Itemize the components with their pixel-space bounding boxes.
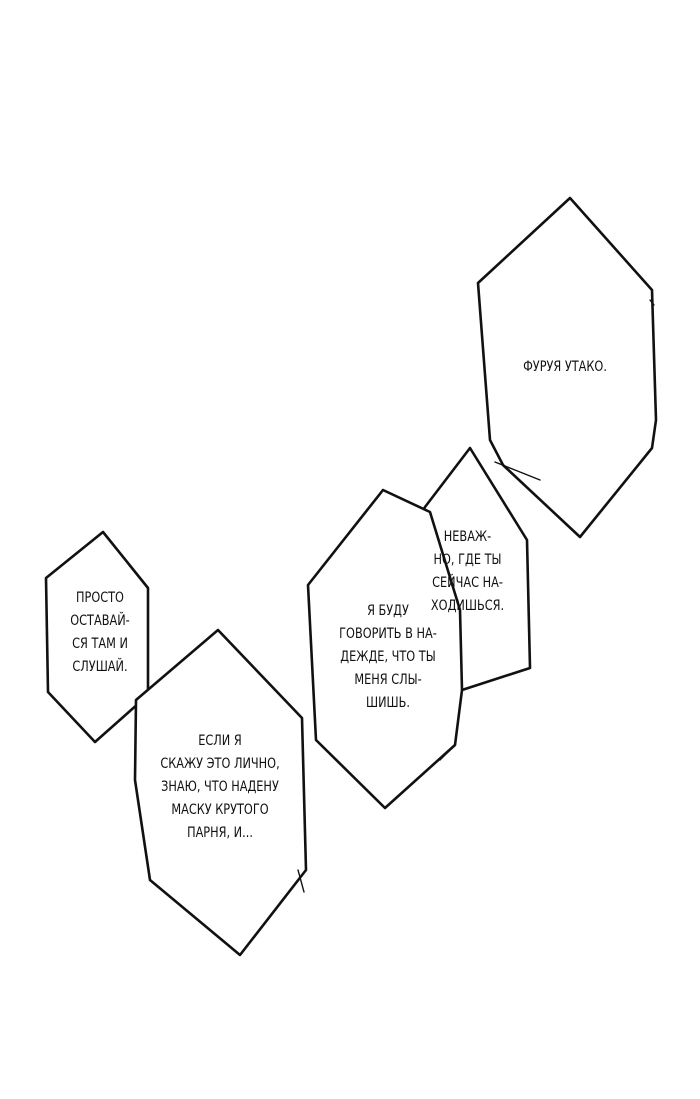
speech-line: ФУРУЯ УТАКО. (523, 359, 607, 375)
speech-line: ШИШЬ. (365, 695, 410, 711)
speech-line: СЕЙЧАС НА- (432, 575, 503, 591)
speech-text-furuya: ФУРУЯ УТАКО. (507, 356, 624, 379)
speech-line: НО, ГДЕ ТЫ (433, 552, 502, 568)
speech-line: СЯ ТАМ И (72, 636, 128, 652)
speech-bubble-furuya (476, 196, 658, 539)
speech-line: СЛУШАЙ. (72, 659, 128, 675)
speech-text-esli-ya: ЕСЛИ Я СКАЖУ ЭТО ЛИЧНО, ЗНАЮ, ЧТО НАДЕНУ… (150, 730, 290, 845)
speech-line: МАСКУ КРУТОГО (171, 802, 269, 818)
speech-bubble-ya-budu (306, 488, 464, 810)
speech-line: СКАЖУ ЭТО ЛИЧНО, (160, 756, 280, 772)
speech-line: ПАРНЯ, И... (187, 825, 253, 841)
speech-line: ПРОСТО (76, 590, 124, 606)
speech-bubble-prosto (44, 530, 150, 744)
speech-line: НЕВАЖ- (443, 529, 492, 545)
speech-line: ЗНАЮ, ЧТО НАДЕНУ (161, 779, 279, 795)
speech-line: Я БУДУ (367, 603, 409, 619)
speech-line: ОСТАВАЙ- (70, 613, 130, 629)
speech-line: ГОВОРИТЬ В НА- (339, 626, 437, 642)
speech-line: МЕНЯ СЛЫ- (354, 672, 422, 688)
speech-line: ДЕЖДЕ, ЧТО ТЫ (340, 649, 436, 665)
speech-text-prosto: ПРОСТО ОСТАВАЙ- СЯ ТАМ И СЛУШАЙ. (57, 587, 143, 679)
speech-text-ya-budu: Я БУДУ ГОВОРИТЬ В НА- ДЕЖДЕ, ЧТО ТЫ МЕНЯ… (330, 600, 447, 715)
speech-line: ХОДИШЬСЯ. (430, 598, 505, 614)
speech-line: ЕСЛИ Я (198, 733, 242, 749)
speech-text-nevazhno: НЕВАЖ- НО, ГДЕ ТЫ СЕЙЧАС НА- ХОДИШЬСЯ. (419, 526, 517, 618)
speech-bubble-esli-ya (133, 628, 308, 957)
